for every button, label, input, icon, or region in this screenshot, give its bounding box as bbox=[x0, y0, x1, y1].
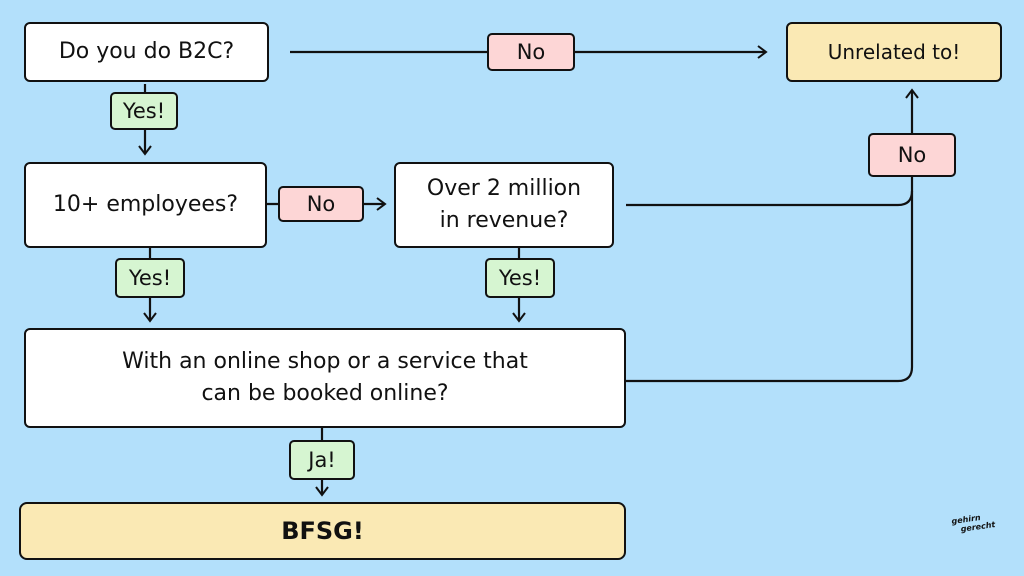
node-revenue: Over 2 million in revenue? bbox=[394, 162, 614, 248]
node-employees-text: 10+ employees? bbox=[52, 192, 239, 218]
label-online-yes: Ja! bbox=[289, 440, 355, 480]
label-employees-no-text: No bbox=[306, 192, 336, 216]
label-revenue-yes: Yes! bbox=[485, 258, 555, 298]
label-employees-no: No bbox=[278, 186, 364, 222]
node-b2c-text: Do you do B2C? bbox=[58, 39, 235, 65]
node-online-line2: can be booked online? bbox=[201, 381, 449, 406]
label-b2c-no-text: No bbox=[516, 40, 546, 64]
node-b2c: Do you do B2C? bbox=[24, 22, 269, 82]
edge-revenue-no bbox=[626, 190, 914, 207]
label-employees-yes-text: Yes! bbox=[128, 266, 172, 290]
label-b2c-yes-text: Yes! bbox=[122, 99, 166, 123]
label-right-no-text: No bbox=[897, 143, 927, 167]
label-b2c-yes: Yes! bbox=[110, 92, 178, 130]
node-revenue-line2: in revenue? bbox=[439, 208, 569, 233]
label-b2c-no: No bbox=[487, 33, 575, 71]
label-right-no: No bbox=[868, 133, 956, 177]
edge-online-no bbox=[626, 191, 914, 383]
node-unrelated: Unrelated to! bbox=[786, 22, 1002, 82]
label-employees-yes: Yes! bbox=[115, 258, 185, 298]
node-revenue-line1: Over 2 million bbox=[426, 176, 582, 202]
node-employees: 10+ employees? bbox=[24, 162, 267, 248]
node-bfsg-text: BFSG! bbox=[281, 516, 364, 545]
label-online-yes-text: Ja! bbox=[308, 448, 336, 472]
label-revenue-yes-text: Yes! bbox=[498, 266, 542, 290]
node-bfsg: BFSG! bbox=[19, 502, 626, 560]
node-online: With an online shop or a service that ca… bbox=[24, 328, 626, 428]
node-online-line1: With an online shop or a service that bbox=[122, 349, 528, 375]
node-unrelated-text: Unrelated to! bbox=[827, 39, 961, 64]
